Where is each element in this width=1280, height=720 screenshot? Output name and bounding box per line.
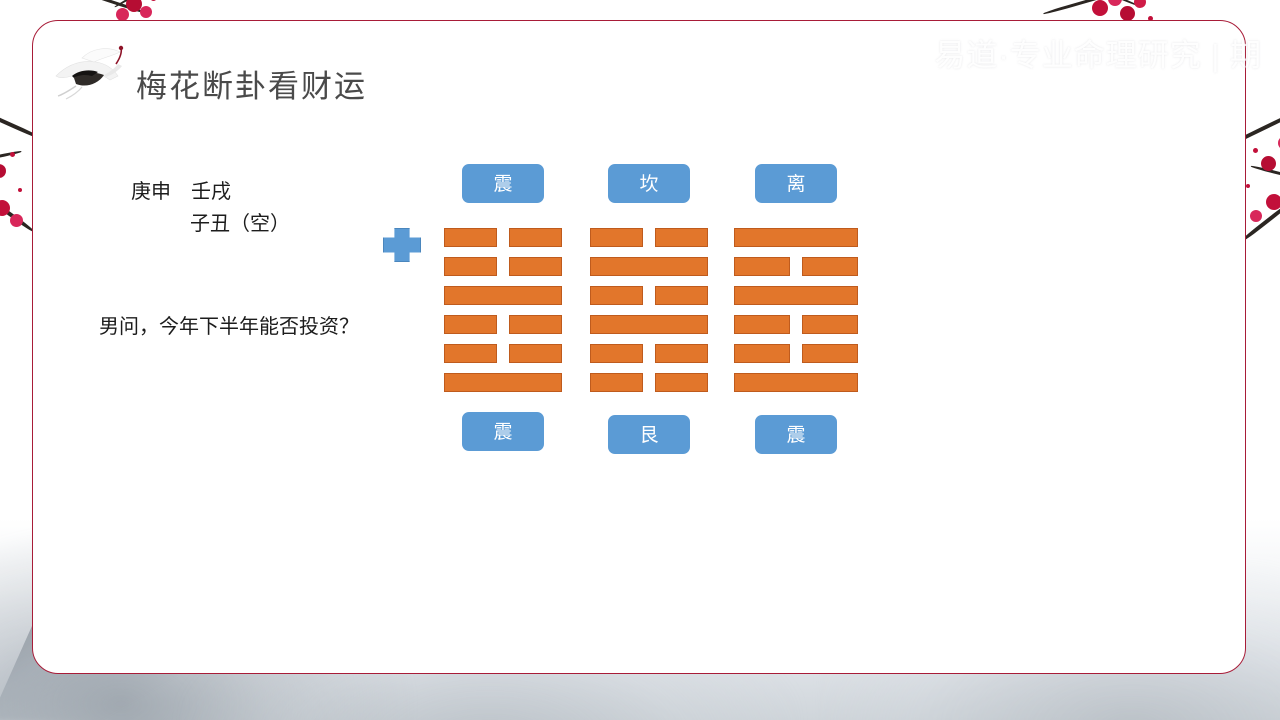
hexagram-line [590, 344, 708, 363]
trigram-label-bottom-1[interactable]: 震 [462, 412, 544, 451]
hexagram-line [590, 257, 708, 276]
trigram-label-bottom-3[interactable]: 震 [755, 415, 837, 454]
hexagram-column-2: 坎 艮 [590, 150, 708, 470]
hexagram-group: 震 震 坎 艮 [430, 150, 860, 470]
hexagram-line [444, 228, 562, 247]
hexagram-line [734, 344, 858, 363]
hexagram-line [444, 315, 562, 334]
hexagram-column-3: 离 震 [734, 150, 858, 470]
hexagram-line [590, 315, 708, 334]
hexagram-line [734, 373, 858, 392]
flying-crane-icon [55, 45, 124, 100]
hexagram-line [734, 286, 858, 305]
trigram-label-top-3[interactable]: 离 [755, 164, 837, 203]
page-title: 梅花断卦看财运 [136, 69, 367, 104]
hexagram-line [444, 344, 562, 363]
hexagram-line [590, 286, 708, 305]
trigram-label-top-2[interactable]: 坎 [608, 164, 690, 203]
hexagram-line [590, 228, 708, 247]
hexagram-lines-1 [444, 228, 562, 402]
ganzhi-line-1: 庚申 壬戌 [131, 181, 231, 203]
watermark-text: 易道·专业命理研究 | 期 [934, 38, 1262, 73]
hexagram-line [444, 257, 562, 276]
question-text: 男问，今年下半年能否投资？ [99, 316, 359, 338]
hexagram-line [734, 228, 858, 247]
trigram-label-top-1[interactable]: 震 [462, 164, 544, 203]
hexagram-line [734, 257, 858, 276]
ganzhi-line-2: 子丑（空） [190, 213, 290, 235]
hexagram-line [590, 373, 708, 392]
hexagram-lines-3 [734, 228, 858, 402]
hexagram-column-1: 震 震 [444, 150, 562, 470]
hexagram-line [444, 286, 562, 305]
trigram-label-bottom-2[interactable]: 艮 [608, 415, 690, 454]
hexagram-line [444, 373, 562, 392]
hexagram-line [734, 315, 858, 334]
hexagram-lines-2 [590, 228, 708, 402]
